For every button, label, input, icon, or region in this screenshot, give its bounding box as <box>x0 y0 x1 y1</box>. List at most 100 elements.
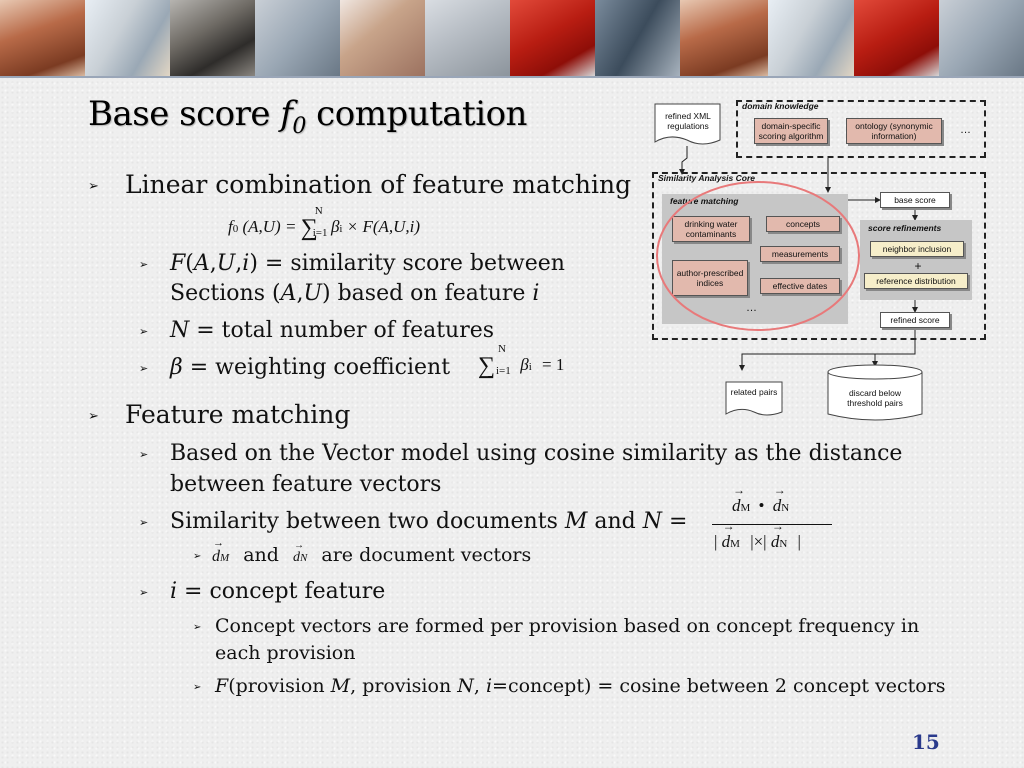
bullet-feature-matching: Feature matching <box>125 400 351 429</box>
sub-bullet-arrow-icon: ➢ <box>139 258 149 271</box>
measurements-box: measurements <box>760 246 840 262</box>
fraction-bar <box>712 524 832 525</box>
discard-label: discard below threshold pairs <box>847 388 903 408</box>
refined-xml-label: refined XML regulations <box>665 111 711 131</box>
cosine-numerator: →dM • →dN <box>732 483 790 515</box>
bullet-f-similarity: F(A,U,i) = similarity score between <box>170 251 565 276</box>
sub-bullet-arrow-icon: ➢ <box>139 362 149 375</box>
title-text-post: computation <box>305 94 527 134</box>
formula-f-sub: 0 <box>232 223 239 235</box>
formula-linear-combination: f0 (A,U) = ∑ N i=1 βi × F(A,U,i) <box>228 205 421 241</box>
domain-knowledge-label: domain knowledge <box>742 101 819 111</box>
vec-dn: →dN <box>293 540 308 565</box>
formula-beta-sub: i <box>339 223 343 235</box>
banner-photo-logo <box>510 0 595 76</box>
bullet-vector-model-cont: between feature vectors <box>170 472 442 497</box>
discard-cylinder-body <box>827 372 923 421</box>
sum-bottom-2: i=1 <box>496 365 511 377</box>
bullet-beta: β = weighting coefficient <box>170 355 451 380</box>
bullet-f-provision: F(provision M, provision N, i=concept) =… <box>215 675 946 697</box>
refined-score-box: refined score <box>880 312 950 328</box>
sub-sub-bullet-arrow-icon: ➢ <box>193 622 202 633</box>
formula-args: (A,U) = <box>242 217 301 236</box>
vector-arrow-icon: → <box>771 519 784 533</box>
banner-photo-paper <box>425 0 510 76</box>
bullet-linear-combination: Linear combination of feature matching <box>125 170 632 199</box>
banner-photo-wheelchair <box>170 0 255 76</box>
bullet-f-similarity-cont: Sections (A,U) based on feature i <box>170 281 540 306</box>
bullet-concept-vectors: Concept vectors are formed per provision… <box>215 615 920 637</box>
author-indices-box: author-prescribed indices <box>672 260 748 296</box>
neighbor-inclusion-box: neighbor inclusion <box>870 241 964 257</box>
bullet-arrow-icon: ➢ <box>88 179 99 194</box>
domain-specific-box: domain-specific scoring algorithm <box>754 118 828 144</box>
bullet-concept-vectors-cont: each provision <box>215 642 356 664</box>
sub-bullet-arrow-icon: ➢ <box>139 586 149 599</box>
analysis-core-frame <box>652 172 986 340</box>
bullet-vector-model: Based on the Vector model using cosine s… <box>170 441 903 466</box>
related-pairs-label: related pairs <box>730 387 778 397</box>
sum-symbol: ∑ <box>300 215 318 241</box>
title-text-pre: Base score <box>88 94 281 134</box>
banner-photo-hands <box>340 0 425 76</box>
analysis-core-label: Similarity Analysis Core <box>658 173 756 183</box>
sum-top: N <box>314 205 323 217</box>
sub-bullet-arrow-icon: ➢ <box>139 516 149 529</box>
vector-arrow-icon: → <box>733 483 745 497</box>
related-pairs-shape <box>725 381 783 416</box>
banner-photo-keyboard-2 <box>768 0 854 76</box>
vector-arrow-icon: → <box>773 483 786 497</box>
bullet-similarity-docs: Similarity between two documents M and N… <box>170 509 688 534</box>
sub-sub-bullet-arrow-icon: ➢ <box>193 551 202 562</box>
banner-photo-building <box>255 0 340 76</box>
formula-cosine: →dM • →dN | →dM |×| →dN | <box>710 483 835 560</box>
title-sub: 0 <box>292 114 306 139</box>
header-banner <box>0 0 1024 78</box>
formula-rhs: × F(A,U,i) <box>342 217 421 236</box>
domain-knowledge-frame <box>736 100 986 158</box>
bullet-arrow-icon: ➢ <box>88 409 99 424</box>
concepts-box: concepts <box>766 216 840 232</box>
sub-sub-bullet-arrow-icon: ➢ <box>193 682 202 693</box>
vec-dm: →dM <box>212 537 230 565</box>
domain-knowledge-ellipsis: … <box>960 124 971 136</box>
base-score-box: base score <box>880 192 950 208</box>
discard-cylinder-top <box>827 364 923 380</box>
page-number: 15 <box>912 730 940 754</box>
refined-xml-shape <box>654 103 721 145</box>
sub-bullet-arrow-icon: ➢ <box>139 325 149 338</box>
banner-photo-building-2 <box>939 0 1024 76</box>
vector-arrow-icon: → <box>213 537 224 549</box>
bullet-n-total: N = total number of features <box>170 318 495 343</box>
sum-symbol-2: ∑ <box>478 353 496 379</box>
effective-dates-box: effective dates <box>760 278 840 294</box>
bullet-concept-feature: i = concept feature <box>170 579 386 604</box>
sum-top-2: N <box>498 343 506 355</box>
title-f: f <box>280 94 293 134</box>
vector-arrow-icon: → <box>294 540 304 551</box>
banner-photo-keyboard <box>85 0 170 76</box>
banner-photo-screen <box>595 0 680 76</box>
score-refinements-label: score refinements <box>868 223 942 233</box>
plus-sign: + <box>914 259 922 273</box>
feature-matching-label: feature matching <box>670 196 739 206</box>
banner-photo-bridge <box>0 0 85 76</box>
formula-beta: β <box>330 217 340 236</box>
ontology-box: ontology (synonymic information) <box>846 118 942 144</box>
formula-f: f <box>228 217 233 236</box>
bullet-document-vectors: →dM and →dN are document vectors <box>212 537 532 566</box>
vector-arrow-icon: → <box>722 519 735 533</box>
formula-beta-sum-rhs: = 1 <box>542 355 565 374</box>
formula-sum: ∑ N i=1 <box>300 205 328 241</box>
cosine-denominator: | →dM |×| →dN | <box>714 519 801 551</box>
formula-beta-sum-sigma: ∑ N i=1 <box>478 343 511 379</box>
diagram-connectors <box>654 103 923 421</box>
sum-bottom: i=1 <box>312 227 328 239</box>
reference-distribution-box: reference distribution <box>864 273 968 289</box>
architecture-diagram: refined XML regulations domain knowledge… <box>650 96 990 422</box>
drinking-water-box: drinking water contaminants <box>672 216 750 242</box>
formula-beta-sub-2: i <box>528 361 532 373</box>
slide-title: Base score f0 computation <box>88 94 527 139</box>
formula-beta-sum: ∑ N i=1 βi = 1 <box>478 343 565 379</box>
banner-photo-logo-2 <box>854 0 939 76</box>
